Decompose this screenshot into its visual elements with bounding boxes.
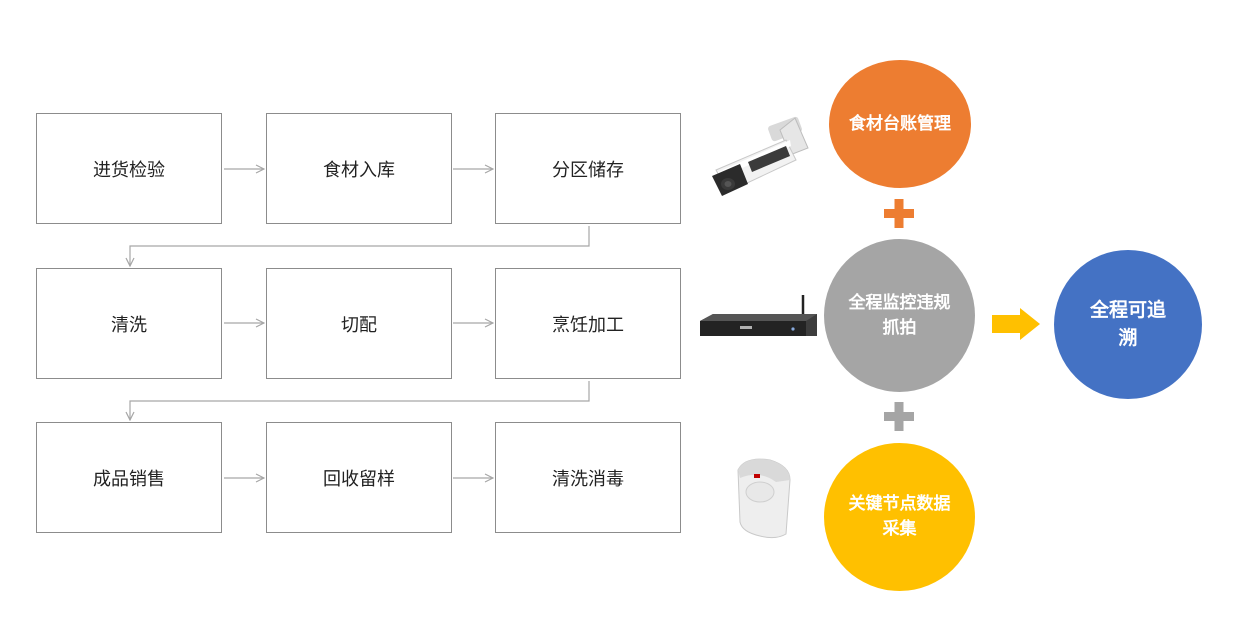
data-collection-label: 关键节点数据采集: [848, 494, 951, 539]
step-box: 清洗: [36, 268, 222, 379]
right-arrow-icon: [992, 308, 1040, 340]
monitoring-label: 全程监控违规抓拍: [848, 292, 951, 338]
network-video-recorder-icon: [700, 295, 817, 336]
step-box: 进货检验: [36, 113, 222, 224]
traceability-label: 全程可追溯: [1089, 298, 1166, 349]
ledger-circle: 食材台账管理: [829, 60, 971, 188]
sensor-detector-icon: [737, 458, 791, 539]
step-box: 食材入库: [266, 113, 452, 224]
step-box: 成品销售: [36, 422, 222, 533]
ledger-label: 食材台账管理: [849, 113, 951, 134]
data-collection-circle: 关键节点数据采集: [824, 443, 975, 591]
step-box: 切配: [266, 268, 452, 379]
wrap-row2-row3: [130, 381, 590, 420]
step-box: 分区储存: [495, 113, 681, 224]
step-box: 清洗消毒: [495, 422, 681, 533]
bullet-camera-icon: [712, 116, 809, 196]
step-box: 烹饪加工: [495, 268, 681, 379]
step-box: 回收留样: [266, 422, 452, 533]
monitoring-circle: 全程监控违规抓拍: [824, 239, 975, 392]
wrap-row1-row2: [130, 226, 590, 266]
plus-icon-orange: [884, 199, 914, 228]
plus-icon-gray: [884, 402, 914, 431]
traceability-circle: 全程可追溯: [1054, 250, 1202, 399]
